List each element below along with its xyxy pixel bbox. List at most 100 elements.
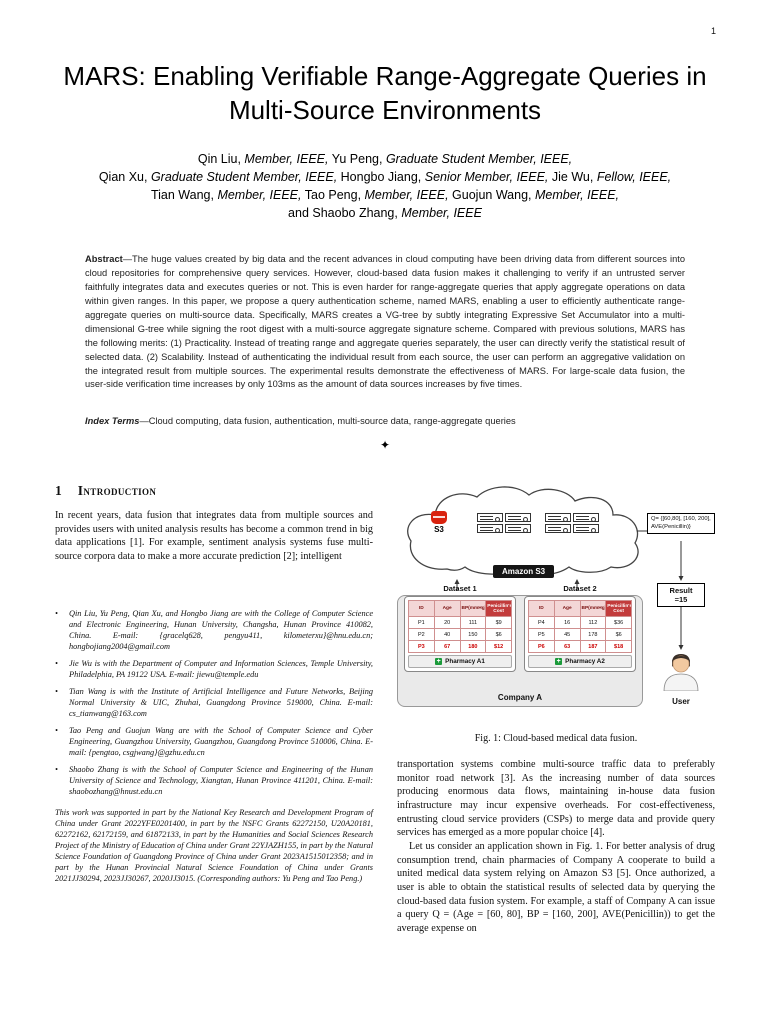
pharmacy-name: Pharmacy A2: [565, 658, 605, 665]
table-cell: P3: [408, 640, 435, 653]
dataset-label: Dataset 2: [563, 584, 597, 593]
table-header-cell: Penicillin's Cost: [485, 600, 512, 617]
table-cell: 20: [433, 616, 461, 629]
index-terms-text: —Cloud computing, data fusion, authentic…: [139, 416, 516, 426]
company-a-label: Company A: [497, 693, 543, 702]
section-title: Introduction: [77, 483, 157, 498]
section-separator-icon: ✦: [379, 438, 391, 452]
funding-note: This work was supported in part by the N…: [55, 808, 373, 884]
table-cell: P4: [528, 616, 555, 629]
footnote-text: Qin Liu, Yu Peng, Qian Xu, and Hongbo Ji…: [69, 608, 373, 651]
table-cell: P2: [408, 628, 435, 641]
right-column: S3 Amazon S3 Q= {[60,80], [160, 200], AV…: [397, 483, 715, 936]
table-header-cell: ID: [528, 600, 555, 617]
author-line: Qin Liu, Member, IEEE, Yu Peng, Graduate…: [197, 152, 573, 166]
server-icon: [545, 524, 571, 533]
table-cell: 180: [459, 640, 487, 653]
dataset-label: Dataset 1: [443, 584, 477, 593]
table-header-cell: BP(mmHg): [459, 600, 487, 617]
user-figure: User: [659, 651, 703, 706]
section-heading-introduction: 1 Introduction: [55, 483, 373, 499]
table-header-cell: BP(mmHg): [579, 600, 607, 617]
author-list: Qin Liu, Member, IEEE, Yu Peng, Graduate…: [30, 150, 740, 223]
table-cell: 40: [433, 628, 461, 641]
table-cell: $6: [485, 628, 512, 641]
author-line: and Shaobo Zhang, Member, IEEE: [288, 206, 482, 221]
index-terms: Index Terms—Cloud computing, data fusion…: [85, 416, 685, 426]
table-header-cell: Age: [553, 600, 581, 617]
bullet-icon: •: [55, 658, 58, 668]
table-cell: $9: [485, 616, 512, 629]
body-paragraph-1: transportation systems combine multi-sou…: [397, 759, 715, 839]
server-icon: [573, 524, 599, 533]
table-cell: $6: [605, 628, 632, 641]
table-cell: 150: [459, 628, 487, 641]
table-cell: 63: [553, 640, 581, 653]
table-cell: P5: [528, 628, 555, 641]
table-cell: 112: [579, 616, 607, 629]
bullet-icon: •: [55, 725, 58, 735]
result-value: =15: [674, 595, 688, 604]
body-paragraph-2: Let us consider an application shown in …: [397, 841, 715, 935]
table-cell: 111: [459, 616, 487, 629]
user-person-icon: [663, 654, 699, 692]
server-icon: [477, 513, 503, 522]
table-cell: 16: [553, 616, 581, 629]
abstract: Abstract—The huge values created by big …: [85, 253, 685, 392]
footnote: •Tao Peng and Guojun Wang are with the S…: [55, 725, 373, 758]
table-cell: P1: [408, 616, 435, 629]
table-cell: $18: [605, 640, 632, 653]
result-label: Result: [669, 586, 693, 595]
result-box: Result =15: [657, 583, 705, 607]
server-icon: [545, 513, 571, 522]
server-icon: [573, 513, 599, 522]
table-cell: 67: [433, 640, 461, 653]
pharmacy-label: Pharmacy A2: [528, 655, 632, 668]
server-rack-icons-left: [477, 513, 531, 533]
author-line: Qian Xu, Graduate Student Member, IEEE, …: [98, 170, 672, 185]
server-icon: [477, 524, 503, 533]
footnote-list: • Qin Liu, Yu Peng, Qian Xu, and Hongbo J…: [55, 608, 373, 797]
table-cell: 45: [553, 628, 581, 641]
amazon-s3-badge: Amazon S3: [493, 565, 555, 578]
pharmacy-label: Pharmacy A1: [408, 655, 512, 668]
user-label: User: [672, 697, 690, 706]
figure-caption: Fig. 1: Cloud-based medical data fusion.: [474, 733, 638, 744]
pharmacy-name: Pharmacy A1: [445, 658, 485, 665]
author-line: Tian Wang, Member, IEEE, Tao Peng, Membe…: [150, 188, 620, 203]
footnote: •Tian Wang is with the Institute of Arti…: [55, 686, 373, 719]
bullet-icon: •: [55, 608, 58, 618]
bullet-icon: •: [55, 686, 58, 696]
footnote-text: Jie Wu is with the Department of Compute…: [69, 658, 373, 679]
table-header-cell: Penicillin's Cost: [605, 600, 632, 617]
server-icon: [505, 524, 531, 533]
s3-logo: S3: [425, 511, 453, 534]
server-rack-icons-right: [545, 513, 599, 533]
table-cell: 187: [579, 640, 607, 653]
query-box: Q= {[60,80], [160, 200], AVE(Penicillin)…: [647, 513, 715, 535]
footnote-text: Shaobo Zhang is with the School of Compu…: [69, 765, 373, 797]
footnote: • Jie Wu is with the Department of Comput…: [55, 658, 373, 680]
server-icon: [505, 513, 531, 522]
index-terms-label: Index Terms: [85, 416, 140, 426]
figure-1: S3 Amazon S3 Q= {[60,80], [160, 200], AV…: [397, 483, 715, 721]
paper-title: MARS: Enabling Verifiable Range-Aggregat…: [63, 61, 707, 125]
page-number: 1: [710, 26, 716, 36]
s3-bucket-icon: [431, 511, 447, 524]
pharmacy-cross-icon: [555, 658, 563, 665]
section-number: 1: [55, 483, 62, 498]
table-cell: 178: [579, 628, 607, 641]
table-header-cell: ID: [408, 600, 435, 617]
